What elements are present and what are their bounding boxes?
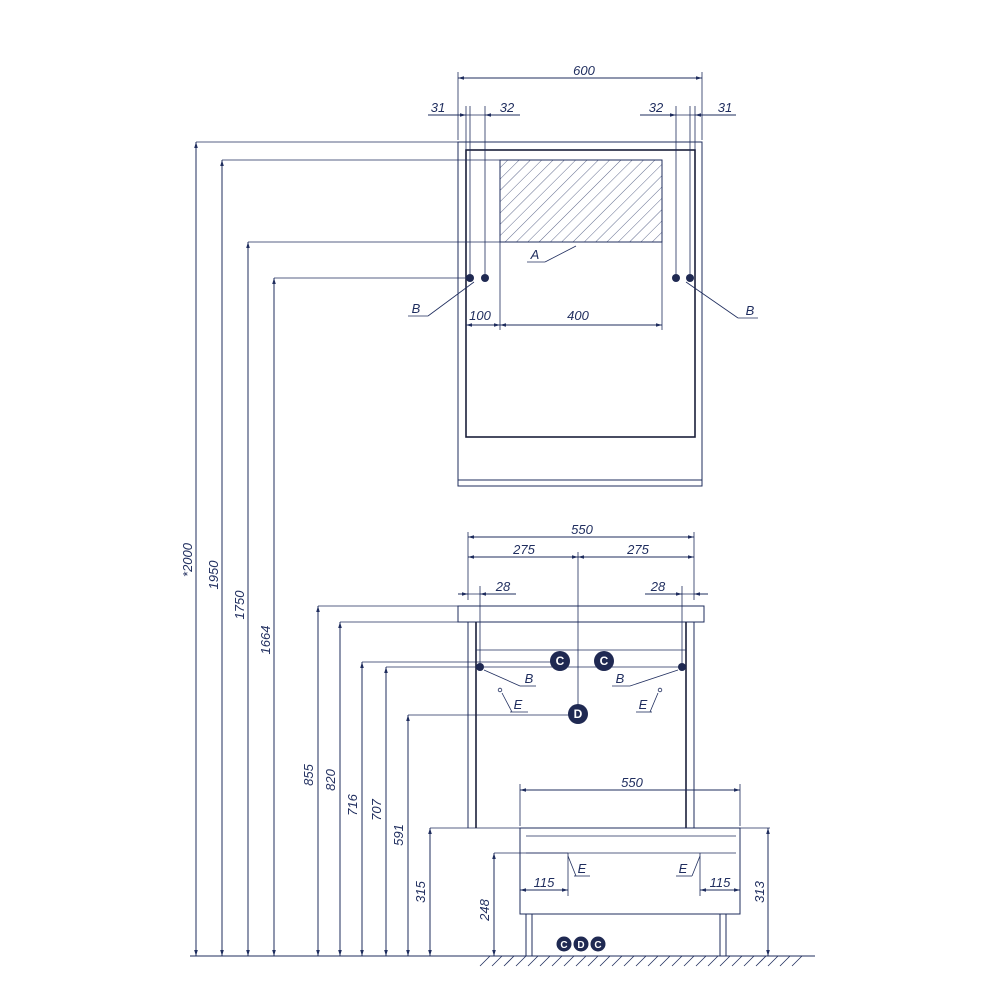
floor-hatch-stroke xyxy=(743,955,755,967)
dim-275-right-label: 275 xyxy=(626,542,649,557)
dim-275-left-label: 275 xyxy=(512,542,535,557)
floor-hatch-stroke xyxy=(599,955,611,967)
floor-hatch-stroke xyxy=(647,955,659,967)
e-point-left xyxy=(497,687,503,693)
dim-1950-label: 1950 xyxy=(206,560,221,590)
dim-550-top-label: 550 xyxy=(571,522,593,537)
dim-32-right-label: 32 xyxy=(649,100,664,115)
floor-marker-c-2-label: C xyxy=(594,940,601,951)
dim-315-label: 315 xyxy=(413,880,428,902)
dim-600-label: 600 xyxy=(573,63,595,78)
marker-c-1-label: C xyxy=(556,654,565,668)
floor-hatch-stroke xyxy=(491,955,503,967)
floor-hatch-stroke xyxy=(515,955,527,967)
floor-hatch-stroke xyxy=(731,955,743,967)
floor-hatch-stroke xyxy=(755,955,767,967)
lower-cabinet xyxy=(519,827,741,915)
floor-marker-d xyxy=(573,936,589,952)
floor-marker-c-1-label: C xyxy=(560,940,567,951)
dim-1750-label: 1750 xyxy=(232,590,247,620)
floor-hatch-stroke xyxy=(479,955,491,967)
marker-c-2-label: C xyxy=(600,654,609,668)
floor-hatch-stroke xyxy=(719,955,731,967)
dim-115-right-label: 115 xyxy=(710,875,731,890)
floor-hatch-stroke xyxy=(767,955,779,967)
vanity-view: 550 275 275 28 28 550 115 115 B xyxy=(457,522,741,956)
dim-707-label: 707 xyxy=(369,798,384,820)
callout-e-low-left: E xyxy=(578,861,587,876)
floor-hatch-stroke xyxy=(635,955,647,967)
dim-115-left-label: 115 xyxy=(534,875,555,890)
dim-248-label: 248 xyxy=(477,898,492,921)
dim-31-right-label: 31 xyxy=(718,100,732,115)
dim-855-label: 855 xyxy=(301,763,316,785)
floor-hatch-stroke xyxy=(587,955,599,967)
dim-32-left-label: 32 xyxy=(500,100,515,115)
marker-d-1 xyxy=(568,704,588,724)
marker-d-1-label: D xyxy=(574,707,583,721)
callout-b-vanity-left: B xyxy=(525,671,534,686)
dim-2000-label: *2000 xyxy=(180,542,195,577)
floor-hatch-stroke xyxy=(671,955,683,967)
callout-b-vanity-right: B xyxy=(616,671,625,686)
e-point-right xyxy=(657,687,663,693)
floor-hatch-stroke xyxy=(575,955,587,967)
floor-marker-c-1 xyxy=(556,936,572,952)
dim-820-label: 820 xyxy=(323,768,338,790)
cabinet-outer-frame xyxy=(457,141,703,487)
floor-hatch-stroke xyxy=(503,955,515,967)
dim-400-label: 400 xyxy=(567,308,589,323)
floor-hatch-stroke xyxy=(551,955,563,967)
marker-c-1 xyxy=(550,651,570,671)
mirror-cabinet-view: 600 31 32 32 31 100 400 A B xyxy=(408,63,758,487)
hatched-area-a xyxy=(499,159,663,243)
floor-hatch-stroke xyxy=(659,955,671,967)
cabinet-inner-frame xyxy=(465,149,696,438)
countertop xyxy=(457,605,705,623)
vanity-hole-right xyxy=(678,663,686,671)
callout-b-right: B xyxy=(746,303,755,318)
callout-e-left: E xyxy=(514,697,523,712)
vanity-hole-left xyxy=(476,663,484,671)
dim-716-label: 716 xyxy=(345,793,360,815)
floor-line xyxy=(190,955,815,967)
floor-hatch-stroke xyxy=(563,955,575,967)
callout-e-right: E xyxy=(639,697,648,712)
dim-28-right-label: 28 xyxy=(650,579,666,594)
floor-hatch-stroke xyxy=(623,955,635,967)
dim-31-left-label: 31 xyxy=(431,100,445,115)
mount-hole-4 xyxy=(686,274,694,282)
callout-a: A xyxy=(530,247,540,262)
dim-313-label: 313 xyxy=(752,880,767,902)
mount-hole-3 xyxy=(672,274,680,282)
floor-hatch-stroke xyxy=(791,955,803,967)
callout-e-low-right: E xyxy=(679,861,688,876)
mount-hole-2 xyxy=(481,274,489,282)
callout-b-left: B xyxy=(412,301,421,316)
dim-591-label: 591 xyxy=(391,824,406,846)
dim-28-left-label: 28 xyxy=(495,579,511,594)
floor-hatch-stroke xyxy=(695,955,707,967)
dim-100-label: 100 xyxy=(469,308,491,323)
dim-550-cabinet-label: 550 xyxy=(621,775,643,790)
floor-hatch-stroke xyxy=(539,955,551,967)
mount-hole-1 xyxy=(466,274,474,282)
dim-1664-label: 1664 xyxy=(258,626,273,655)
floor-marker-d-label: D xyxy=(577,940,584,951)
height-dimensions: *2000 1950 1750 1664 855 820 716 707 591 xyxy=(180,141,770,956)
marker-c-2 xyxy=(594,651,614,671)
floor-hatch-stroke xyxy=(527,955,539,967)
floor-hatch-stroke xyxy=(779,955,791,967)
floor-marker-c-2 xyxy=(590,936,606,952)
floor-hatch-stroke xyxy=(611,955,623,967)
floor-hatch-stroke xyxy=(707,955,719,967)
floor-hatch-stroke xyxy=(683,955,695,967)
